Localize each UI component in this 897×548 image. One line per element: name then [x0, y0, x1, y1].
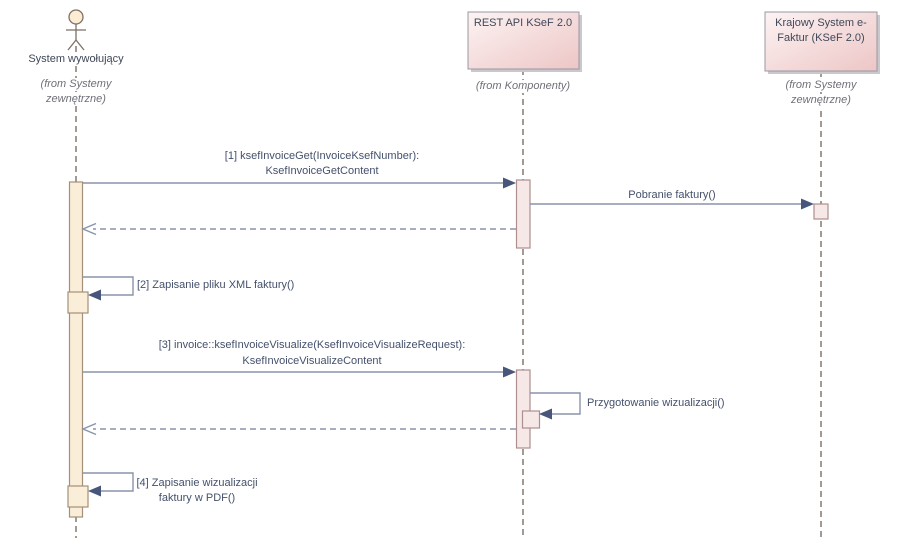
message-5-label-line2: KsefInvoiceVisualizeContent [242, 355, 382, 367]
actor-head [68, 9, 84, 25]
component-rest-api-stereotype: (from Komponenty) [473, 80, 573, 93]
component-ksef-stereotype-line2: zewnętrzne) [789, 94, 853, 107]
self-message-3-label-line1: [4] Zapisanie wizualizacji [136, 477, 258, 489]
actor-caller-stereotype-line2: zewnętrzne) [44, 93, 108, 106]
activation-rest-api-2 [515, 369, 531, 449]
self-message-3-line [83, 472, 134, 492]
actor-caller-stereotype-line1: (from Systemy [38, 78, 114, 91]
return-1-arrowhead [81, 222, 97, 236]
activation-caller [68, 181, 84, 518]
return-2-arrowhead [81, 422, 97, 436]
component-ksef-stereotype-line1: (from Systemy [783, 79, 859, 92]
activation-ksef [813, 203, 829, 220]
actor-caller-name: System wywołujący [26, 53, 126, 66]
message-1-label-line1: [1] ksefInvoiceGet(InvoiceKsefNumber): [224, 150, 420, 162]
message-1-arrowhead [503, 177, 516, 189]
actor-leg-left [67, 39, 77, 51]
self-message-1-line [83, 276, 134, 296]
actor-caller-figure [66, 9, 86, 51]
message-1-label-line2: KsefInvoiceGetContent [265, 165, 379, 177]
self-message-1-label: [2] Zapisanie pliku XML faktury() [137, 279, 295, 291]
actor-leg-right [75, 39, 85, 51]
message-5-arrowhead [503, 366, 516, 378]
activation-rest-api-1 [515, 179, 531, 249]
self-message-2-label: Przygotowanie wizualizacji() [587, 397, 725, 409]
activation-rest-api-self [521, 410, 541, 429]
self-message-3-label-line2: faktury w PDF() [158, 492, 236, 504]
self-message-1-arrowhead [88, 289, 101, 301]
self-message-2-line [530, 392, 581, 415]
self-message-2-arrowhead [539, 408, 552, 420]
self-message-3-arrowhead [88, 485, 101, 497]
activation-caller-self-2 [67, 485, 89, 508]
component-ksef-name-line1: Krajowy System e- [775, 17, 867, 29]
component-ksef-name-line2: Faktur (KSeF 2.0) [777, 32, 865, 44]
activation-caller-self-1 [67, 291, 89, 314]
component-ksef-box [764, 11, 878, 72]
component-rest-api-name: REST API KSeF 2.0 [473, 17, 573, 29]
message-2-label: Pobranie faktury() [628, 189, 716, 201]
message-5-label-line1: [3] invoice::ksefInvoiceVisualize(KsefIn… [158, 339, 466, 351]
component-rest-api-box [467, 11, 580, 70]
message-2-arrowhead [801, 198, 814, 210]
